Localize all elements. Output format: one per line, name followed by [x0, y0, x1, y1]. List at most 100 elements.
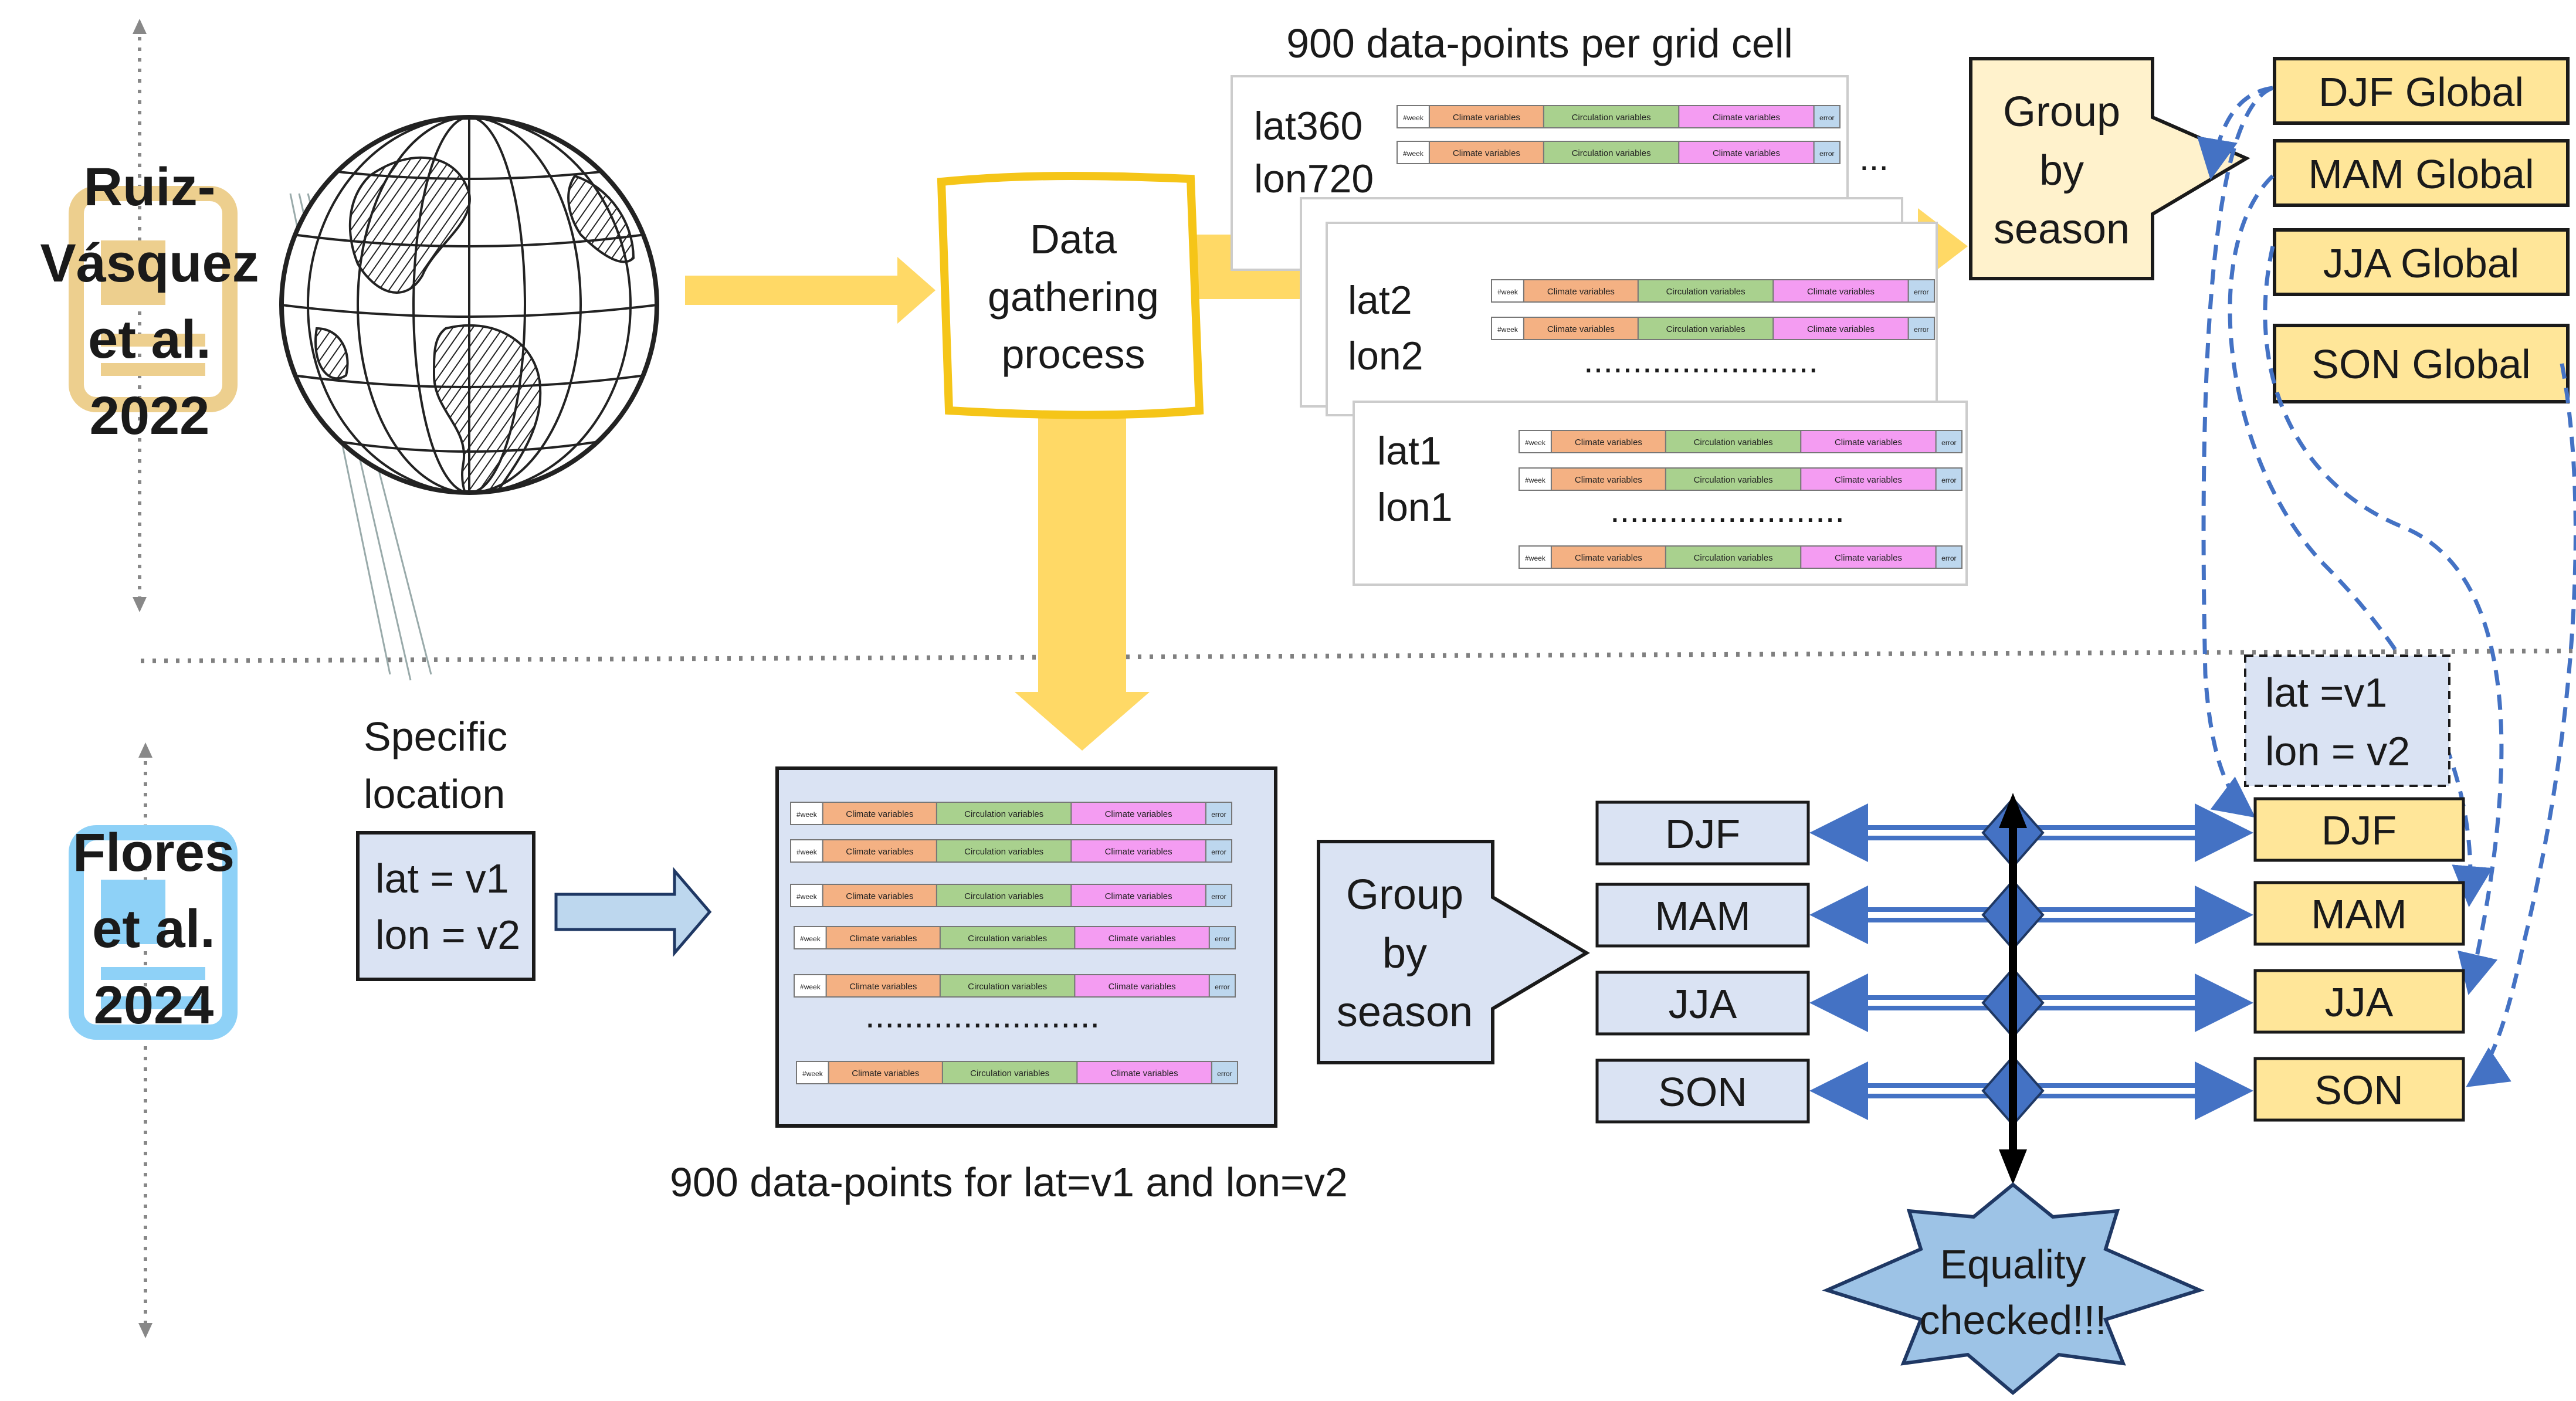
- row-week-cell-label: #week: [800, 935, 821, 943]
- row-climate-cell: [822, 839, 937, 863]
- extracted-location-box: lat =v1 lon = v2: [2244, 654, 2450, 787]
- data-gathering-process: Data gathering process: [937, 172, 1204, 419]
- author-top: Ruiz- Vásquez et al. 2022: [40, 157, 259, 446]
- row-week-cell-label: #week: [1403, 150, 1424, 158]
- row-week-cell: [790, 802, 823, 825]
- row-circulation-cell-label: Circulation variables: [1572, 148, 1651, 158]
- row-week-cell-label: #week: [1497, 325, 1519, 334]
- bottom-ruler: [138, 742, 152, 1338]
- process-line1: Data: [1030, 216, 1117, 262]
- row-circulation-cell-label: Circulation variables: [964, 847, 1043, 857]
- global-season-jja: JJA Global: [2273, 228, 2570, 296]
- process-line2: gathering: [988, 274, 1159, 320]
- global-extract-jja: JJA: [2253, 969, 2465, 1034]
- local-season-mam: MAM: [1595, 883, 1810, 948]
- bottom-group-line2: by: [1382, 930, 1427, 977]
- process-line3: process: [1001, 331, 1145, 377]
- row-climate-cell-label: Climate variables: [1453, 148, 1520, 158]
- card1-lon: lon1: [1377, 485, 1453, 530]
- row-circulation-cell: [1543, 141, 1680, 164]
- author-top-line3: et al.: [88, 310, 211, 369]
- extract-lon: lon = v2: [2265, 728, 2410, 774]
- card1-dots: ........................: [1610, 490, 1845, 530]
- author-top-line1: Ruiz-: [84, 157, 216, 217]
- author-bottom-year: 2024: [94, 975, 214, 1035]
- bottom-group-by-season: Group by season: [1317, 840, 1590, 1064]
- row-circulation-cell-label: Circulation variables: [968, 934, 1047, 944]
- row-error-cell-label: error: [1215, 935, 1229, 943]
- row-climate-cell-2-label: Climate variables: [1105, 809, 1172, 819]
- row-climate-cell: [1523, 317, 1639, 340]
- row-error-cell-label: error: [1211, 848, 1226, 856]
- comparison-arrow-3: [1809, 966, 2253, 1039]
- row-error-cell-label: error: [1914, 288, 1928, 296]
- row-climate-cell-label: Climate variables: [846, 847, 913, 857]
- top-ruler: [133, 19, 147, 612]
- row-error-cell-label: error: [1941, 439, 1956, 447]
- row-circulation-cell-label: Circulation variables: [1666, 324, 1745, 334]
- data-row: #week Climate variables Circulation variab…: [794, 926, 1236, 949]
- bottom-group-line3: season: [1337, 989, 1473, 1036]
- card2-dots: ........................: [1584, 341, 1818, 380]
- row-week-cell: [1491, 279, 1524, 303]
- card3-lat: lat360: [1254, 104, 1362, 148]
- check-line: [1999, 793, 2027, 1185]
- row-error-cell: [1205, 802, 1233, 825]
- row-error-cell: [1211, 1061, 1239, 1084]
- equality-line1: Equality: [1940, 1241, 2086, 1287]
- row-circulation-cell-label: Circulation variables: [1694, 437, 1773, 447]
- row-error-cell-label: error: [1211, 810, 1226, 819]
- row-circulation-cell: [941, 1061, 1078, 1084]
- card3-ellipsis: ...: [1859, 138, 1889, 178]
- row-week-cell-label: #week: [796, 893, 818, 901]
- row-error-cell: [1935, 467, 1962, 491]
- local-season-djf: DJF: [1595, 800, 1810, 866]
- row-week-cell: [790, 839, 823, 863]
- row-week-cell: [1519, 545, 1552, 569]
- row-error-cell: [1935, 430, 1962, 453]
- row-climate-cell: [828, 1061, 943, 1084]
- table-caption: 900 data-points for lat=v1 and lon=v2: [670, 1159, 1348, 1205]
- row-week-cell-label: #week: [796, 848, 818, 856]
- row-climate-cell-label: Climate variables: [849, 982, 917, 992]
- extract-son-label: SON: [2314, 1067, 2404, 1113]
- author-bottom: Flores et al. 2024: [73, 823, 235, 1035]
- row-circulation-cell: [1665, 430, 1802, 453]
- grid-card-lat2: lat2 lon2 ........................ #week…: [1326, 222, 1938, 416]
- row-climate-cell-label: Climate variables: [1575, 553, 1642, 563]
- local-mam-label: MAM: [1655, 893, 1750, 939]
- row-climate-cell-2: [1070, 884, 1206, 907]
- top-group-by-season: Group by season: [1969, 57, 2250, 280]
- comparison-arrows: [1809, 796, 2253, 1127]
- row-circulation-cell-label: Circulation variables: [964, 809, 1043, 819]
- row-climate-cell-2-label: Climate variables: [1109, 934, 1176, 944]
- row-error-cell-label: error: [1914, 325, 1928, 334]
- row-climate-cell-2: [1074, 974, 1210, 998]
- row-climate-cell-label: Climate variables: [1453, 113, 1520, 123]
- row-circulation-cell-label: Circulation variables: [1694, 475, 1773, 485]
- row-climate-cell-2-label: Climate variables: [1713, 148, 1780, 158]
- row-climate-cell: [1523, 279, 1639, 303]
- row-error-cell: [1935, 545, 1962, 569]
- row-circulation-cell-label: Circulation variables: [1694, 553, 1773, 563]
- row-climate-cell-2: [1074, 926, 1210, 949]
- row-circulation-cell-label: Circulation variables: [1572, 113, 1651, 123]
- row-error-cell-label: error: [1211, 893, 1226, 901]
- row-error-cell: [1907, 279, 1935, 303]
- row-climate-cell-label: Climate variables: [846, 809, 913, 819]
- top-group-line1: Group: [2003, 89, 2120, 135]
- comparison-arrow-1: [1809, 796, 2253, 869]
- row-climate-cell-2-label: Climate variables: [1105, 891, 1172, 901]
- global-djf-label: DJF Global: [2319, 69, 2524, 115]
- local-season-jja: JJA: [1595, 971, 1810, 1036]
- row-circulation-cell: [1543, 105, 1680, 128]
- arrow-process-down: [1015, 413, 1150, 751]
- extract-jja-label: JJA: [2325, 979, 2394, 1025]
- author-bottom-line2: et al.: [92, 899, 215, 959]
- row-climate-cell: [1550, 467, 1666, 491]
- global-extract-son: SON: [2253, 1057, 2465, 1122]
